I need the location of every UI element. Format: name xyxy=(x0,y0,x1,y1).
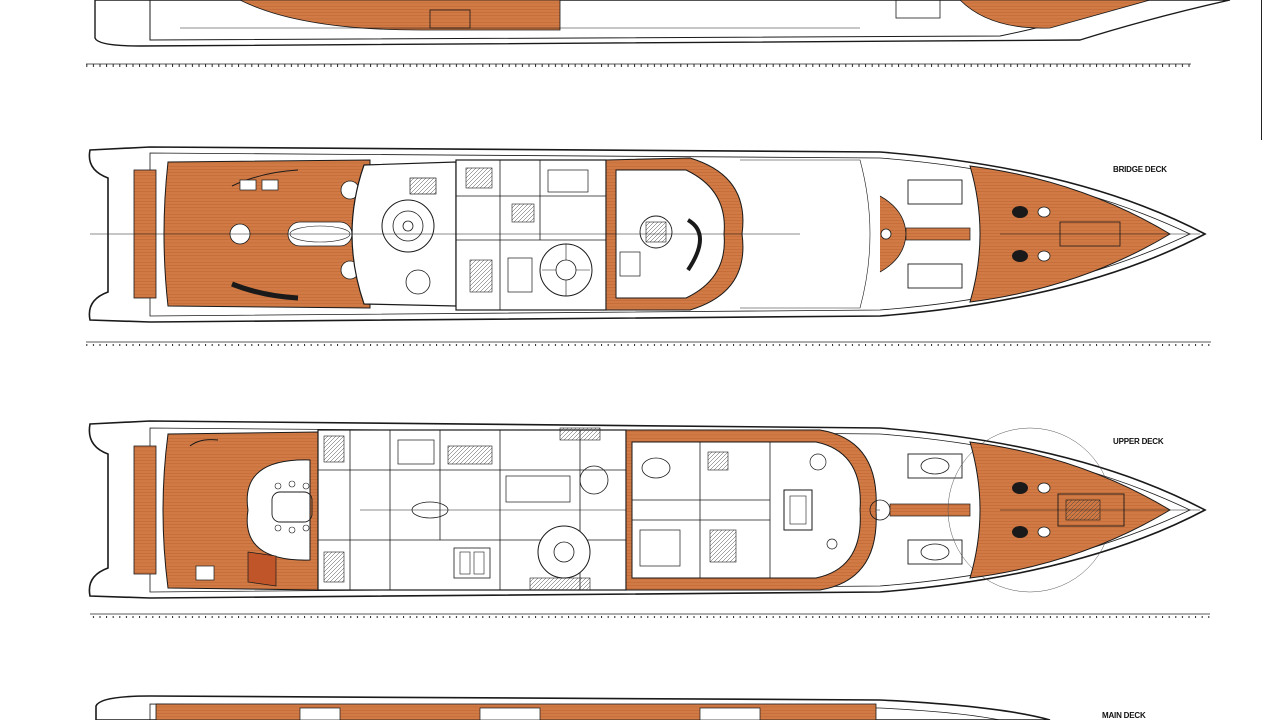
deck-label-upper: UPPER DECK xyxy=(1113,437,1164,446)
deck-label-main: MAIN DECK xyxy=(1102,711,1146,720)
main-deck-plan xyxy=(95,695,1051,720)
page-edge-line xyxy=(1261,0,1262,140)
upper-deck-plan xyxy=(88,420,1210,618)
deck-label-bridge: BRIDGE DECK xyxy=(1113,165,1167,174)
bridge-deck-plan xyxy=(86,146,1211,346)
sun-deck-plan xyxy=(86,0,1231,68)
